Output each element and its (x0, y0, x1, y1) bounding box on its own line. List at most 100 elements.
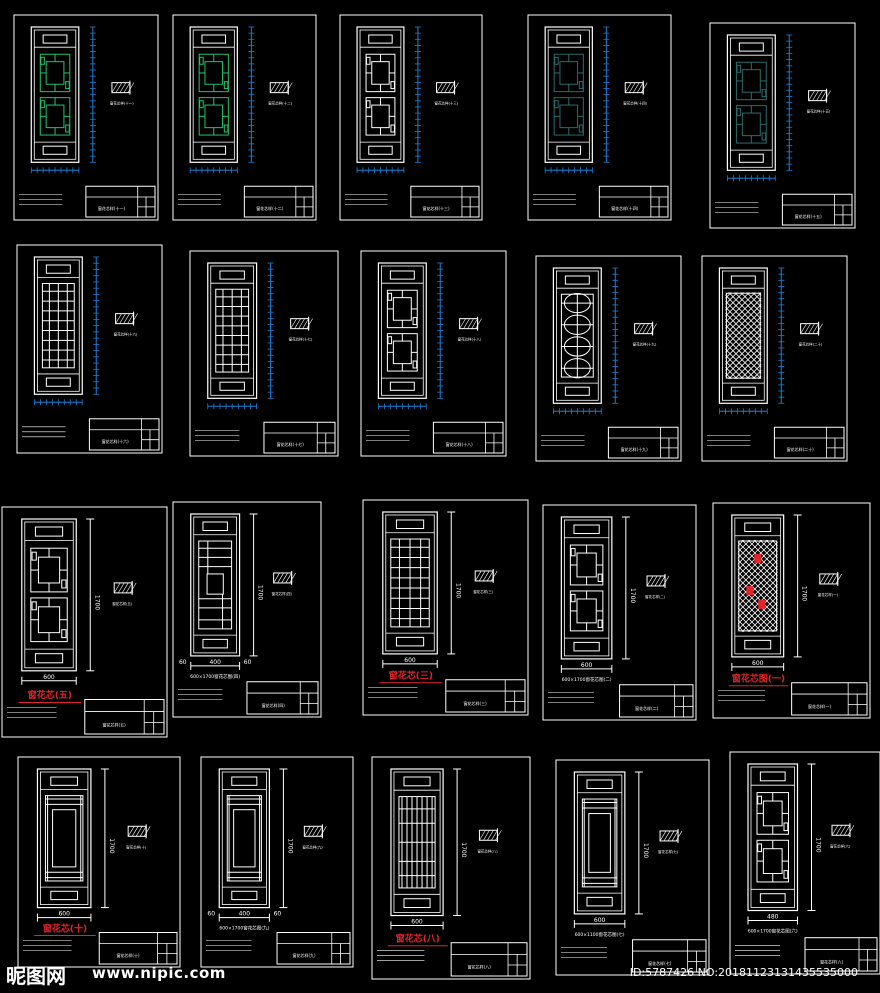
window-frame (718, 267, 768, 404)
lattice-fret (554, 100, 559, 109)
title-block (781, 193, 853, 226)
lattice-fret (390, 124, 395, 133)
title-block (619, 684, 694, 718)
section-tag: 窗花芯样(一) (818, 592, 839, 597)
section-hatch (628, 82, 636, 93)
mesh-diag (813, 292, 880, 379)
mesh-diag (725, 292, 756, 323)
mesh-diag (725, 327, 762, 365)
title-block-text: 窗花芯样(五) (103, 721, 127, 727)
window-frame (731, 514, 785, 658)
lattice-inner (45, 104, 65, 129)
lattice-inner (741, 112, 761, 137)
title-block-text: 窗花芯样(十三) (422, 205, 450, 211)
frame-border (44, 795, 84, 882)
window-frame (544, 26, 593, 163)
mesh-diag (753, 540, 778, 565)
mesh-diag (838, 540, 880, 632)
section-hatch (642, 323, 649, 334)
mesh-diag (725, 297, 762, 335)
bottom-panel (42, 145, 68, 155)
top-panel (744, 522, 772, 533)
section-hatch (135, 826, 143, 837)
title-block (773, 426, 845, 459)
section-hatch (115, 82, 123, 93)
title-block-text: 窗花芯样(四) (262, 702, 286, 708)
mesh-diag (737, 589, 778, 631)
section-hatch (123, 82, 131, 93)
section-hatch (659, 830, 667, 842)
dimension-side-label: 60 (207, 911, 215, 918)
mesh-diag (725, 303, 762, 341)
section-hatch (444, 82, 451, 93)
window-frame-inner (563, 519, 610, 657)
mesh-diag (850, 540, 880, 632)
mesh-diag (725, 372, 732, 380)
section-hatch (129, 582, 137, 594)
top-panel (738, 42, 764, 52)
lattice-fret (199, 56, 204, 65)
mesh-diag (740, 357, 762, 380)
mesh-diag (844, 540, 880, 632)
sheet-border (200, 756, 354, 968)
mesh-diag (725, 339, 762, 377)
dimension-height-label: 1700 (454, 583, 461, 598)
section-hatch (823, 573, 831, 585)
section-hatch (491, 830, 498, 841)
mesh-diag (759, 613, 778, 632)
dimension-side-label: 60 (179, 659, 187, 666)
lattice-fret (61, 579, 67, 589)
dimension-side-label: 60 (274, 911, 282, 918)
top-panel (45, 264, 71, 274)
dimension-width-label: 600 (43, 674, 55, 681)
bottom-panel (45, 377, 71, 387)
section-tag: 窗花芯样(十四) (623, 101, 647, 106)
section-hatch (816, 90, 823, 101)
section-hatch (127, 82, 135, 93)
red-accent (754, 553, 762, 563)
mesh-diag (737, 541, 778, 583)
lattice-inner (45, 61, 65, 85)
section-hatch (277, 82, 285, 93)
window-frame (726, 34, 776, 171)
dimension-height-label: 1700 (642, 843, 649, 858)
sheet-border (371, 756, 531, 980)
lattice-inner (392, 297, 412, 321)
title-block-text: 窗花芯样(六) (820, 959, 844, 965)
mesh-diag (737, 607, 763, 632)
section-hatch (111, 82, 119, 93)
section-tag: 窗花芯样(七) (658, 849, 679, 854)
section-hatch (312, 826, 319, 837)
mesh-diag (725, 292, 738, 305)
section-hatch (490, 570, 498, 582)
bottom-panel (231, 890, 258, 901)
drawing-sheet: 窗花芯样(二十)窗花芯样(二十) (701, 255, 880, 462)
frame-center (233, 809, 256, 868)
lattice-inner (204, 61, 224, 85)
lattice-inner (392, 340, 412, 365)
title-block-text: 窗花芯样(十) (116, 952, 140, 958)
section-hatch (820, 90, 827, 101)
lattice-fret (223, 81, 229, 90)
section-hatch (632, 82, 640, 93)
mesh-diag (777, 292, 864, 379)
mesh-diag (734, 351, 762, 380)
lattice-inner (204, 104, 224, 129)
title-block (263, 421, 336, 454)
red-title: 窗花芯(八) (396, 932, 440, 944)
bottom-panel (389, 381, 415, 391)
mesh-diag (758, 375, 762, 380)
section-hatch (123, 313, 130, 324)
dimension-height-label: 1700 (286, 838, 293, 853)
mesh-diag (741, 595, 778, 632)
window-frame (21, 518, 77, 672)
lattice-fret (736, 64, 742, 73)
dimension-width-label: 600 (411, 919, 423, 926)
section-hatch (479, 830, 486, 841)
mesh-diag (752, 292, 762, 302)
mesh-diag (831, 292, 880, 379)
top-panel (34, 526, 64, 537)
mesh-diag (820, 540, 880, 632)
